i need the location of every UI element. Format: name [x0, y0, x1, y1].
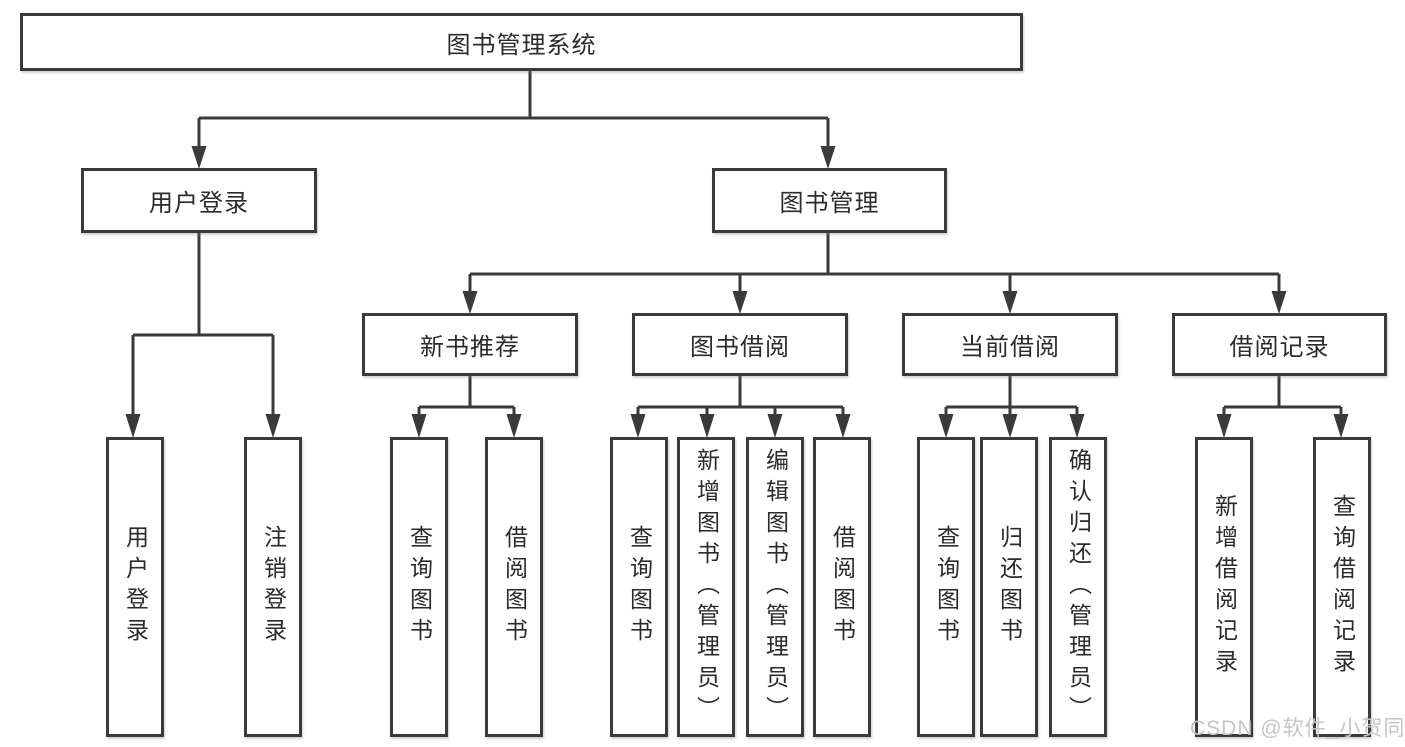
csdn-watermark: CSDN @软件_小贺同学	[1190, 717, 1405, 740]
node-book-management: 图书管理	[712, 168, 947, 233]
leaf-confirm-return-admin: 确认归还（管理员）	[1049, 437, 1107, 737]
node-user-login: 用户登录	[81, 168, 317, 233]
leaf-user-login: 用户登录	[106, 437, 164, 737]
node-new-book-recommend: 新书推荐	[362, 313, 578, 376]
leaf-query-borrow-record: 查询借阅记录	[1313, 437, 1371, 737]
node-current-borrow: 当前借阅	[902, 313, 1118, 376]
node-book-borrow: 图书借阅	[632, 313, 848, 376]
leaf-borrow-books: 借阅图书	[813, 437, 871, 737]
node-borrow-records: 借阅记录	[1172, 313, 1387, 376]
leaf-query-books-current: 查询图书	[917, 437, 975, 737]
node-root-system: 图书管理系统	[20, 13, 1023, 71]
leaf-logout: 注销登录	[244, 437, 302, 737]
leaf-return-books: 归还图书	[980, 437, 1038, 737]
leaf-add-books-admin: 新增图书（管理员）	[677, 437, 735, 737]
leaf-borrow-books-recommend: 借阅图书	[485, 437, 543, 737]
leaf-add-borrow-record: 新增借阅记录	[1195, 437, 1253, 737]
leaf-query-books-recommend: 查询图书	[390, 437, 448, 737]
arrowhead-icons	[125, 146, 1349, 438]
leaf-edit-books-admin: 编辑图书（管理员）	[746, 437, 804, 737]
leaf-query-books-borrow: 查询图书	[610, 437, 668, 737]
